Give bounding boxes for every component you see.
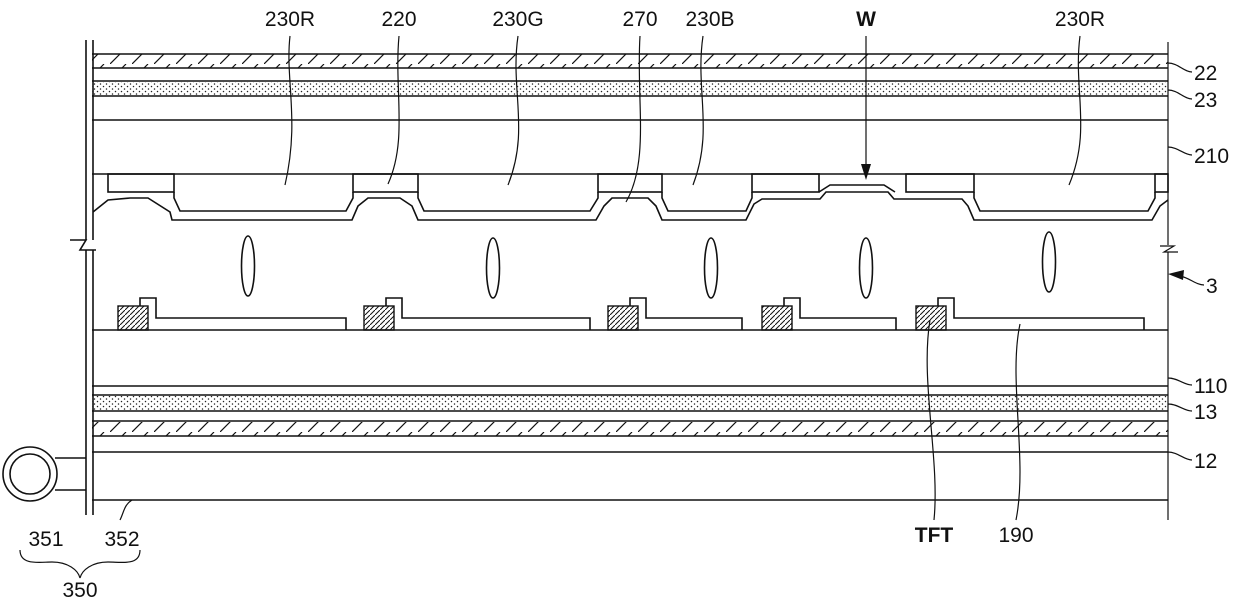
pixel-electrodes <box>140 298 1144 330</box>
lower-substrate-layer <box>92 330 1168 395</box>
light-blocking-members <box>108 174 1168 192</box>
label-w: W <box>856 8 876 31</box>
lower-polarizer-layer <box>92 422 1168 436</box>
white-pixel-region <box>819 185 895 192</box>
upper-compensation-film-layer <box>92 82 1168 96</box>
label-352: 352 <box>104 528 139 551</box>
liquid-crystal-molecules <box>242 232 1056 298</box>
label-351: 351 <box>28 528 63 551</box>
color-filters <box>174 192 1155 211</box>
label-270: 270 <box>622 8 657 31</box>
label-220: 220 <box>381 8 416 31</box>
label-350: 350 <box>62 579 97 602</box>
left-break-line <box>70 40 96 515</box>
label-230g: 230G <box>492 8 543 31</box>
label-190: 190 <box>998 524 1033 547</box>
right-break-line <box>1160 42 1178 520</box>
label-3: 3 <box>1206 275 1218 298</box>
upper-polarizer-layer <box>92 54 1168 68</box>
lower-compensation-film-layer <box>92 396 1168 411</box>
label-22: 22 <box>1194 62 1217 85</box>
label-13: 13 <box>1194 401 1217 424</box>
label-230b: 230B <box>685 8 734 31</box>
upper-substrate-layer <box>92 120 1168 174</box>
label-12: 12 <box>1194 450 1217 473</box>
label-230r-right: 230R <box>1055 8 1105 31</box>
label-210: 210 <box>1194 145 1229 168</box>
labels: 230R 220 230G 270 230B W 230R 22 23 210 … <box>28 8 1229 602</box>
label-110: 110 <box>1194 375 1227 398</box>
label-23: 23 <box>1194 89 1217 112</box>
overcoat-layer <box>93 192 1168 220</box>
lamp <box>3 447 86 501</box>
label-tft: TFT <box>915 524 954 547</box>
label-230r-left: 230R <box>265 8 315 31</box>
